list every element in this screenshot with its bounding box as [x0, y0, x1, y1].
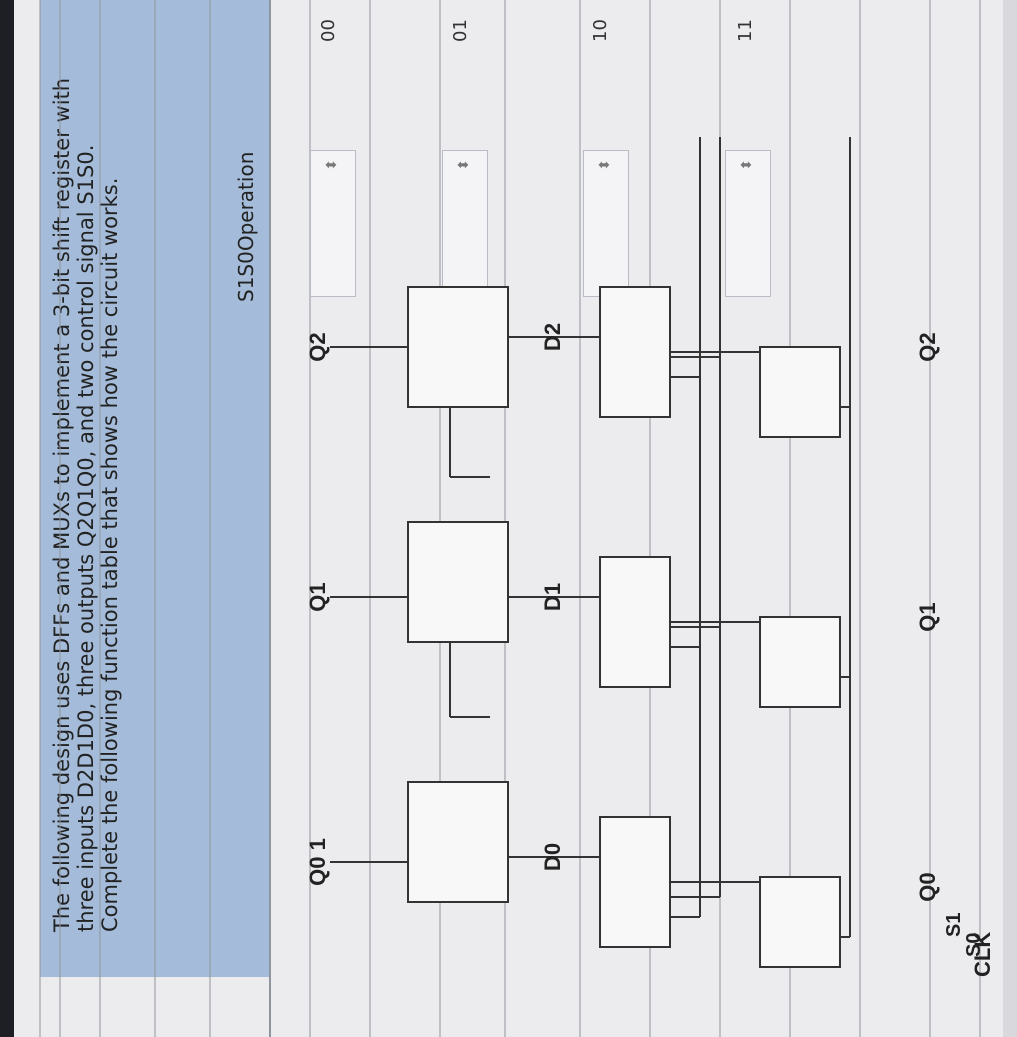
control-label: S1	[943, 913, 965, 937]
output-label: Q0	[915, 872, 940, 901]
data-input-label: D2	[540, 323, 565, 351]
half-adder-2	[407, 286, 509, 408]
output-label: Q2	[915, 332, 940, 361]
mux-0	[599, 816, 671, 948]
mux-1	[599, 556, 671, 688]
data-input-label: D0	[540, 843, 565, 871]
data-input-label: D1	[540, 583, 565, 611]
mux-2	[599, 286, 671, 418]
input-label: Q0 1	[305, 838, 330, 886]
half-adder-1	[407, 521, 509, 643]
dff-2	[759, 346, 841, 438]
clock-label: CLK	[970, 932, 995, 977]
input-label: Q2	[305, 332, 330, 361]
half-adder-0	[407, 781, 509, 903]
output-label: Q1	[915, 602, 940, 631]
control-label: S0	[963, 933, 985, 957]
dff-1	[759, 616, 841, 708]
input-label: Q1	[305, 582, 330, 611]
dff-0	[759, 876, 841, 968]
